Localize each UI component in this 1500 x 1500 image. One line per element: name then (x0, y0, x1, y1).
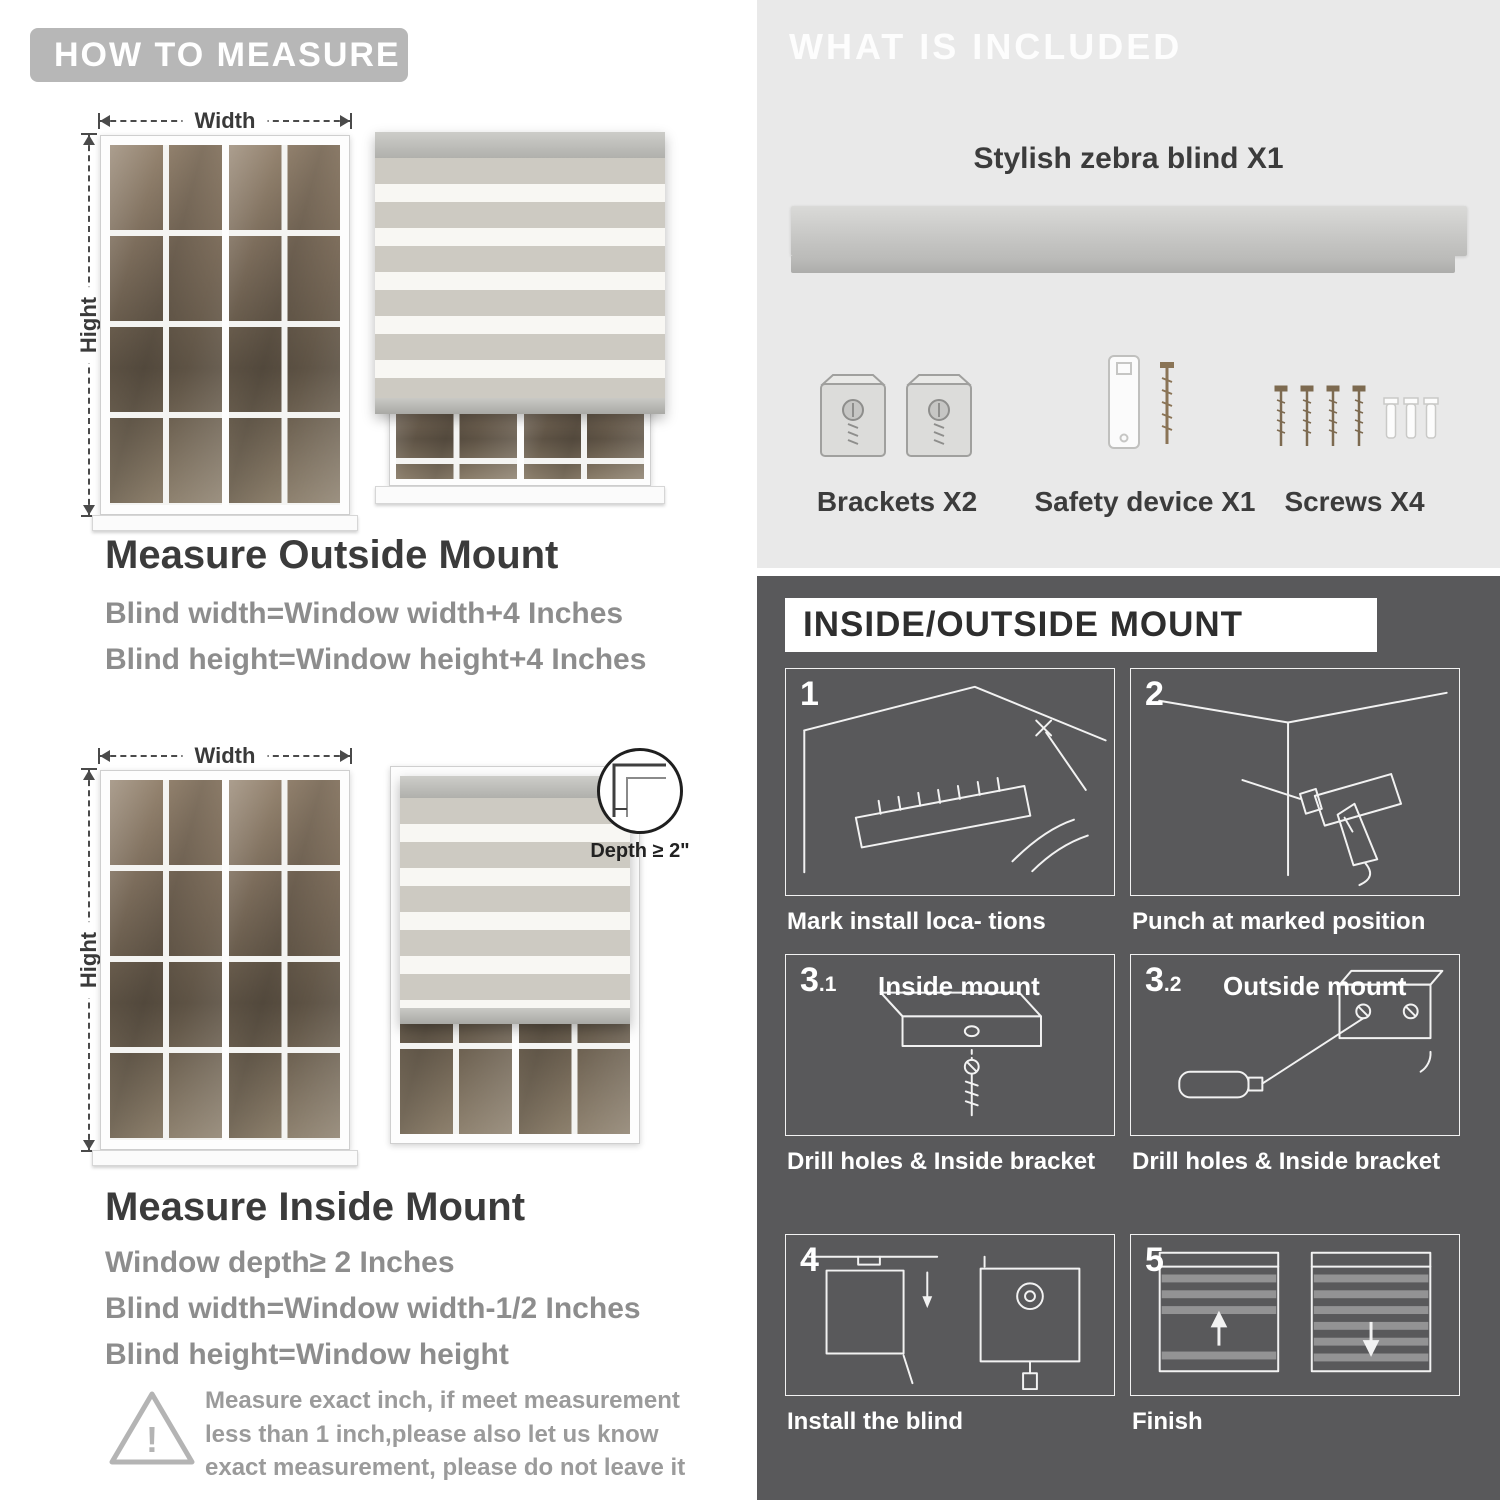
step-number: 3.2 (1145, 961, 1182, 999)
what-is-included-header: WHAT IS INCLUDED (789, 26, 1183, 67)
step-caption-3-1: Drill holes & Inside bracket (787, 1148, 1096, 1175)
inside-bracket-illustration (879, 991, 1042, 1117)
blind-stripes (375, 158, 665, 398)
measure-tick (81, 1150, 97, 1152)
step-panel-3-1: 3.1 Inside mount (785, 954, 1115, 1136)
window-illustration-inside (100, 770, 350, 1150)
blind-stripes (400, 798, 630, 1008)
brackets-icon (820, 374, 972, 457)
measure-note: Measure exact inch, if meet measurement … (205, 1387, 686, 1482)
blind-cassette (375, 132, 665, 158)
step-caption-2: Punch at marked position (1132, 908, 1426, 935)
outside-bracket-illustration (1178, 969, 1444, 1099)
step-number: 5 (1145, 1241, 1164, 1279)
inside-mount-title: Measure Inside Mount (105, 1185, 526, 1229)
window-illustration-outside (100, 135, 350, 515)
step-number: 2 (1145, 675, 1164, 713)
zebra-blind-headrail-illustration (791, 206, 1467, 256)
width-label: Width (182, 108, 268, 134)
window-sill (375, 486, 665, 504)
zebra-blind (400, 776, 630, 1024)
window-pane (228, 780, 340, 1140)
finish-illustration (1158, 1251, 1432, 1373)
section-divider (757, 568, 1500, 576)
blind-bottom-rail (400, 1008, 630, 1024)
zebra-blind (375, 132, 665, 414)
outside-mount-line2: Blind height=Window height+4 Inches (105, 643, 647, 676)
step-caption-1: Mark install loca- tions (787, 908, 1046, 935)
outside-mount-title: Measure Outside Mount (105, 533, 559, 577)
outside-mount-line1: Blind width=Window width+4 Inches (105, 597, 624, 630)
width-measure-arrow: Width (98, 743, 352, 769)
screws-label: Screws X4 (1284, 486, 1425, 517)
how-to-measure-header: HOW TO MEASURE (30, 28, 408, 82)
width-label: Width (182, 743, 268, 769)
window-pane (110, 780, 222, 1140)
step-sublabel: Outside mount (1223, 971, 1407, 1001)
zebra-blind-item-label: Stylish zebra blind X1 (973, 142, 1284, 175)
window-pane (110, 145, 222, 505)
step-panel-4: 4 (785, 1234, 1115, 1396)
step-number: 4 (800, 1241, 819, 1279)
step-caption-5: Finish (1132, 1408, 1203, 1435)
window-sill (92, 515, 358, 531)
step-number: 1 (800, 675, 819, 713)
window-sill (92, 1150, 358, 1166)
what-is-included-section: WHAT IS INCLUDED Stylish zebra blind X1 (757, 0, 1500, 568)
step-panel-5: 5 (1130, 1234, 1460, 1396)
mount-section-header: INSIDE/OUTSIDE MOUNT (785, 598, 1377, 652)
zebra-blind-headrail-lip (791, 256, 1455, 273)
window-pane (228, 145, 340, 505)
step-panel-3-2: 3.2 Outside mount (1130, 954, 1460, 1136)
width-measure-arrow: Width (98, 108, 352, 134)
safety-device-label: Safety device X1 (1034, 486, 1256, 517)
inside-mount-line1: Window depth≥ 2 Inches (105, 1246, 455, 1279)
height-measure-arrow: Hight (74, 133, 104, 517)
mount-instructions-section: INSIDE/OUTSIDE MOUNT 1 Mark install loca… (757, 576, 1500, 1500)
step-panel-1: 1 (785, 668, 1115, 896)
warning-triangle-icon: ! (109, 1391, 195, 1465)
depth-callout-label: Depth ≥ 2" (590, 840, 690, 862)
measure-tick (98, 748, 100, 764)
install-blind-illustration (807, 1255, 1081, 1391)
measure-tick (81, 515, 97, 517)
zebra-blind-outside-mount (375, 132, 665, 504)
measure-tick (81, 768, 97, 770)
inside-mount-line2: Blind width=Window width-1/2 Inches (105, 1292, 641, 1325)
step-caption-4: Install the blind (787, 1408, 964, 1435)
step-caption-3-2: Drill holes & Inside bracket (1132, 1148, 1441, 1175)
window-panes (110, 145, 340, 505)
safety-device-icon (1108, 355, 1174, 449)
mark-locations-illustration (803, 685, 1107, 874)
zebra-blind-inside-mount (390, 766, 640, 1144)
depth-callout-circle (597, 748, 683, 834)
blind-cassette (400, 776, 630, 798)
step-sublabel: Inside mount (878, 971, 1040, 1001)
blind-bottom-rail (375, 398, 665, 414)
window-corner-depth-icon (612, 763, 666, 817)
measure-tick (81, 133, 97, 135)
measure-tick (98, 113, 100, 129)
inside-mount-line3: Blind height=Window height (105, 1338, 509, 1371)
step-number: 3.1 (800, 961, 837, 999)
screws-icon (1274, 385, 1439, 446)
measure-tick (350, 113, 352, 129)
warning-exclamation: ! (146, 1419, 158, 1460)
brackets-label: Brackets X2 (816, 486, 978, 517)
height-measure-arrow: Hight (74, 768, 104, 1152)
measure-tick (350, 748, 352, 764)
step-panel-2: 2 (1130, 668, 1460, 896)
drill-illustration (1158, 691, 1448, 887)
